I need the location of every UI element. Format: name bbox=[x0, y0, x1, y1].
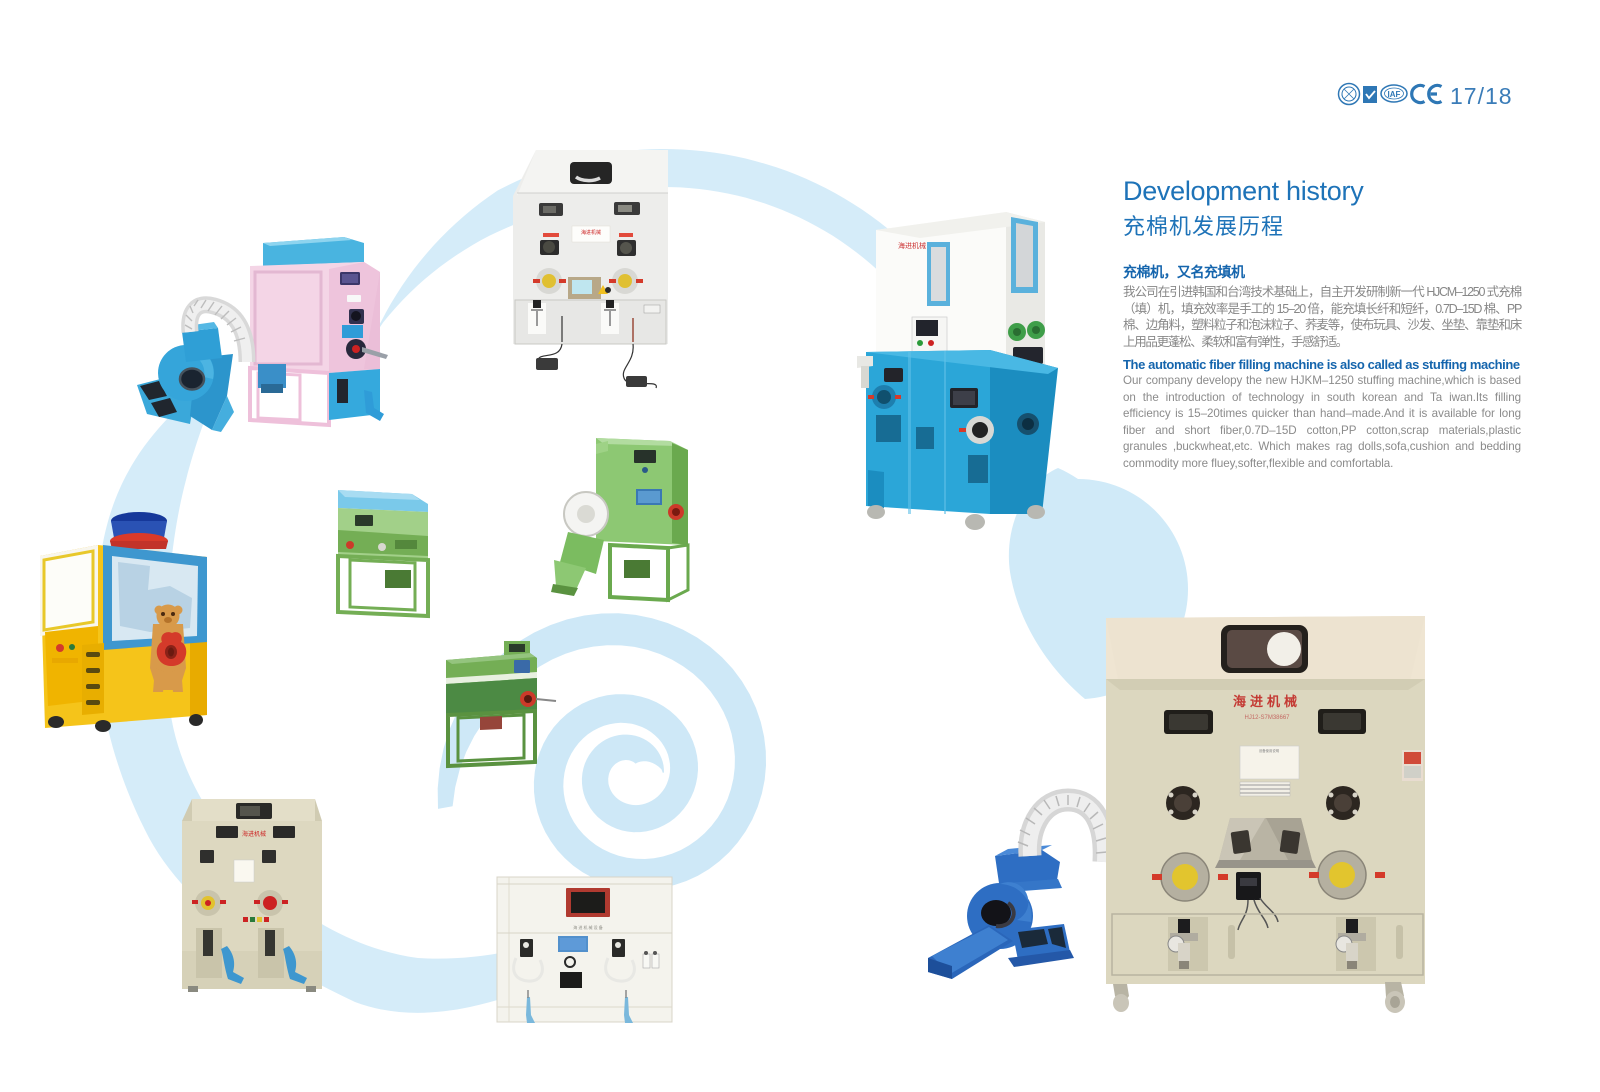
svg-text:海进机械: 海进机械 bbox=[898, 241, 926, 250]
svg-text:设备使用说明: 设备使用说明 bbox=[1259, 748, 1280, 753]
svg-text:海进机械: 海进机械 bbox=[581, 229, 601, 236]
svg-text:IAF: IAF bbox=[1388, 90, 1401, 99]
svg-text:海进机械: 海进机械 bbox=[242, 830, 266, 838]
svg-text:海进机械: 海进机械 bbox=[1233, 694, 1301, 709]
svg-text:海 进 机 械 设 备: 海 进 机 械 设 备 bbox=[573, 924, 603, 930]
svg-text:HJ12-S7M38667: HJ12-S7M38667 bbox=[1244, 715, 1290, 721]
